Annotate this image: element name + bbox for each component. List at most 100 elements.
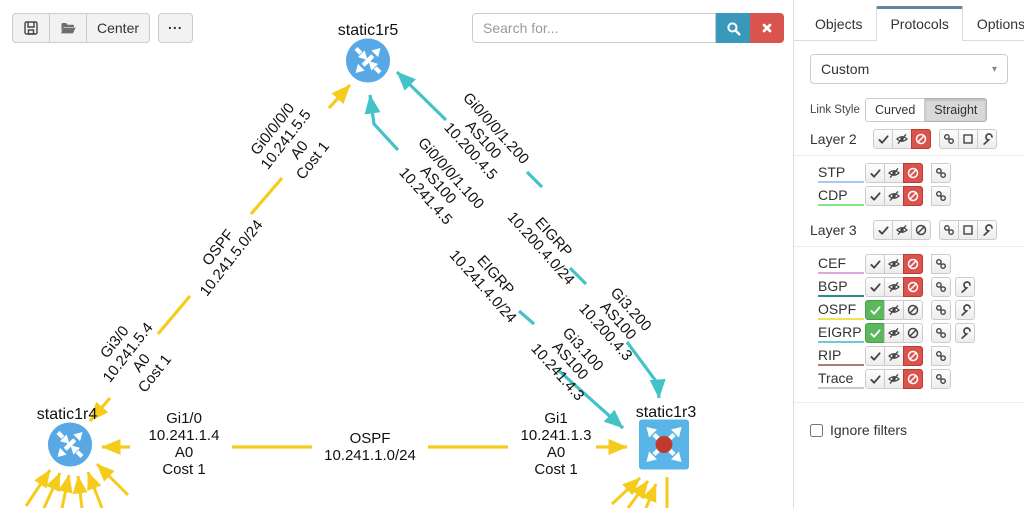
save-button[interactable] [12, 13, 50, 43]
edge-label-eigrp200-network: EIGRP 10.200.4.0/24 [503, 208, 578, 289]
more-options-button[interactable]: ... [158, 13, 193, 43]
check-icon [870, 374, 881, 385]
bgp-link-button[interactable] [931, 277, 951, 297]
protocol-label-eigrp: EIGRP [818, 324, 864, 343]
layer3-link-button[interactable] [939, 220, 959, 240]
node-static1r3[interactable] [638, 419, 690, 476]
chain-icon [935, 350, 947, 362]
eigrp-config-button[interactable] [955, 323, 975, 343]
layer2-block-button[interactable] [911, 129, 931, 149]
link-style-straight-button[interactable]: Straight [925, 98, 988, 122]
r3-offscreen-links[interactable] [610, 476, 669, 508]
bgp-config-button[interactable] [955, 277, 975, 297]
node-label-static1r4: static1r4 [36, 406, 98, 423]
tab-options[interactable]: Options [976, 16, 1024, 32]
layer3-select-button[interactable] [873, 220, 893, 240]
cdp-hide-button[interactable] [884, 186, 904, 206]
layer2-select-button[interactable] [873, 129, 893, 149]
node-static1r5[interactable] [345, 38, 391, 89]
edge-label-ospf-r5-interface: Gi0/0/0/0 10.241.5.5 A0 Cost 1 [247, 99, 334, 184]
eigrp-select-button[interactable] [865, 323, 885, 343]
layer2-group-button[interactable] [958, 129, 978, 149]
trace-link-button[interactable] [931, 369, 951, 389]
protocol-row-cef: CEF [810, 254, 1008, 274]
bgp-block-button[interactable] [903, 277, 923, 297]
topology-canvas[interactable]: Center ... static1r5 static1r4 static1r3… [0, 0, 793, 508]
center-button[interactable]: Center [87, 13, 151, 43]
rip-block-button[interactable] [903, 346, 923, 366]
layer2-config-button[interactable] [977, 129, 997, 149]
protocol-label-cdp: CDP [818, 187, 864, 206]
bgp-hide-button[interactable] [884, 277, 904, 297]
ban-icon [907, 167, 919, 179]
stp-block-button[interactable] [903, 163, 923, 183]
eye-slash-icon [888, 373, 900, 385]
ban-icon [907, 327, 919, 339]
eigrp-link-button[interactable] [931, 323, 951, 343]
rip-select-button[interactable] [865, 346, 885, 366]
ignore-filters-checkbox[interactable] [810, 423, 823, 437]
layer3-hide-button[interactable] [892, 220, 912, 240]
stp-hide-button[interactable] [884, 163, 904, 183]
cdp-select-button[interactable] [865, 186, 885, 206]
ospf-block-button[interactable] [903, 300, 923, 320]
eye-slash-icon [888, 350, 900, 362]
chain-icon [935, 327, 947, 339]
link-style-curved-button[interactable]: Curved [865, 98, 926, 122]
open-button[interactable] [50, 13, 87, 43]
cdp-link-button[interactable] [931, 186, 951, 206]
ban-icon [907, 190, 919, 202]
check-icon [870, 191, 881, 202]
check-icon [870, 282, 881, 293]
protocol-row-stp: STP [810, 163, 1008, 183]
layer3-group-button[interactable] [958, 220, 978, 240]
protocol-label-bgp: BGP [818, 278, 864, 297]
canvas-toolbar: Center ... [12, 13, 193, 43]
ban-icon [907, 304, 919, 316]
tab-objects[interactable]: Objects [815, 16, 863, 32]
eigrp-block-button[interactable] [903, 323, 923, 343]
node-static1r4[interactable] [47, 422, 93, 473]
edge-label-ospf-bottom-r4-interface: Gi1/0 10.241.1.4 A0 Cost 1 [148, 409, 220, 479]
layer2-hide-button[interactable] [892, 129, 912, 149]
edge-label-eigrp100-network: EIGRP 10.241.4.0/24 [445, 246, 520, 327]
clear-search-button[interactable] [750, 13, 784, 43]
chain-icon [943, 133, 955, 145]
eye-slash-icon [888, 327, 900, 339]
link-style-label: Link Style [810, 104, 860, 116]
eye-slash-icon [888, 167, 900, 179]
layer3-config-button[interactable] [977, 220, 997, 240]
wrench-icon [959, 327, 971, 339]
protocol-row-eigrp: EIGRP [810, 323, 1008, 343]
rip-hide-button[interactable] [884, 346, 904, 366]
cef-block-button[interactable] [903, 254, 923, 274]
trace-hide-button[interactable] [884, 369, 904, 389]
layer2-label: Layer 2 [810, 131, 857, 147]
rip-link-button[interactable] [931, 346, 951, 366]
eigrp-hide-button[interactable] [884, 323, 904, 343]
cef-select-button[interactable] [865, 254, 885, 274]
bgp-select-button[interactable] [865, 277, 885, 297]
layer3-block-button[interactable] [911, 220, 931, 240]
ospf-select-button[interactable] [865, 300, 885, 320]
search-input[interactable] [472, 13, 716, 43]
trace-block-button[interactable] [903, 369, 923, 389]
stp-link-button[interactable] [931, 163, 951, 183]
search-button[interactable] [716, 13, 750, 43]
ospf-hide-button[interactable] [884, 300, 904, 320]
stp-select-button[interactable] [865, 163, 885, 183]
cef-link-button[interactable] [931, 254, 951, 274]
preset-select[interactable]: Custom ▾ [810, 54, 1008, 84]
trace-select-button[interactable] [865, 369, 885, 389]
divider [794, 246, 1024, 247]
router-icon [47, 422, 93, 468]
layer2-link-button[interactable] [939, 129, 959, 149]
eye-slash-icon [896, 224, 908, 236]
multilayer-switch-icon [638, 419, 690, 471]
ospf-link-button[interactable] [931, 300, 951, 320]
ospf-config-button[interactable] [955, 300, 975, 320]
cdp-block-button[interactable] [903, 186, 923, 206]
chain-icon [935, 373, 947, 385]
tab-protocols[interactable]: Protocols [876, 6, 963, 41]
cef-hide-button[interactable] [884, 254, 904, 274]
